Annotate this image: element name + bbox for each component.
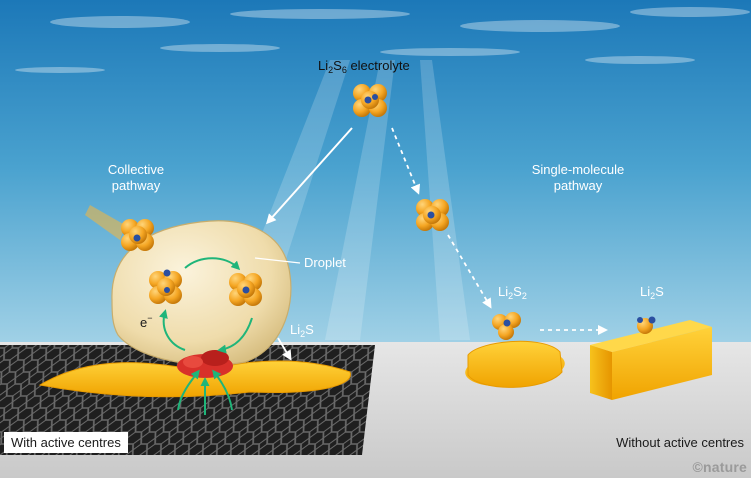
label-electron: e− — [140, 313, 153, 331]
droplet-pointer — [254, 257, 301, 264]
nature-credit: ©nature — [692, 459, 747, 475]
label-li2s-right: Li2S — [640, 284, 664, 301]
droplet — [111, 220, 292, 366]
label-electrolyte: Li2S6 electrolyte — [318, 58, 410, 75]
li2s-block — [590, 320, 712, 400]
electron-flow-right — [212, 369, 233, 411]
li2s6-molecule-in-droplet-1 — [149, 269, 182, 304]
li2s2-deposit — [465, 340, 565, 388]
label-li2s-left: Li2S — [290, 322, 314, 339]
surface-ripples — [15, 7, 750, 73]
li2s6-molecule-incoming — [85, 205, 154, 251]
badge-with-active-centres: With active centres — [4, 432, 128, 453]
single-arrow-1 — [391, 127, 420, 195]
single-arrow-2 — [447, 234, 492, 309]
label-single-molecule-pathway: Single-molecule pathway — [531, 162, 625, 193]
label-collective-pathway: Collective pathway — [107, 162, 165, 193]
li2s6-molecule-top — [353, 84, 387, 117]
electron-flow-left — [177, 369, 200, 411]
badge-without-active-centres: Without active centres — [616, 435, 744, 450]
li2s-molecule — [637, 316, 656, 334]
li2s-pointer — [277, 337, 292, 361]
li2s2-molecule — [492, 312, 521, 340]
collective-arrow — [266, 127, 353, 225]
cycle-arrow-left — [159, 309, 186, 351]
cycle-arrow-top — [184, 257, 241, 271]
label-li2s2: Li2S2 — [498, 284, 527, 301]
label-droplet: Droplet — [304, 255, 346, 270]
li2s6-molecule-mid — [416, 199, 449, 231]
cycle-arrow-right — [217, 317, 253, 354]
li2s6-molecule-in-droplet-2 — [229, 273, 262, 306]
